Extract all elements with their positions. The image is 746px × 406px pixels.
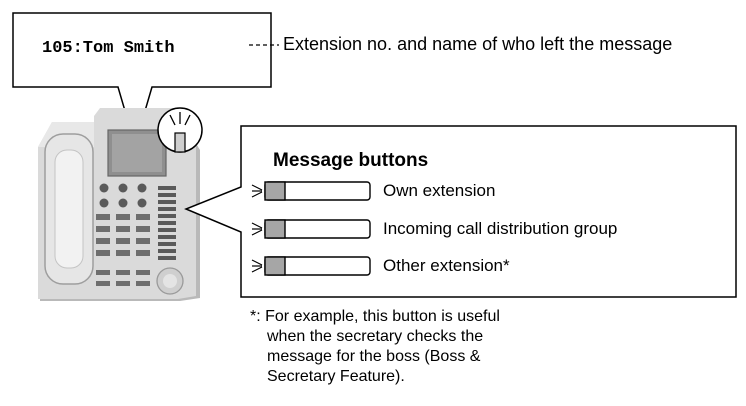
flashing-button-icon xyxy=(251,256,371,276)
footnote-line: Secretary Feature). xyxy=(267,368,405,385)
flashing-button-icon xyxy=(251,181,371,201)
footnote-line: when the secretary checks the xyxy=(267,328,484,345)
footnote-line: *: For example, this button is useful xyxy=(250,308,500,325)
button-label-other-extension: Other extension* xyxy=(383,256,510,275)
display-callout-label: Extension no. and name of who left the m… xyxy=(283,34,673,54)
display-text: 105:Tom Smith xyxy=(42,39,175,58)
flashing-button-icon xyxy=(251,219,371,239)
button-label-icd-group: Incoming call distribution group xyxy=(383,219,618,238)
telephone-illustration xyxy=(38,108,200,301)
message-buttons-callout-bubble xyxy=(184,125,737,298)
message-lamp-detail xyxy=(157,107,203,153)
footnote: *: For example, this button is useful wh… xyxy=(250,307,730,387)
button-label-own-extension: Own extension xyxy=(383,181,496,200)
message-buttons-title: Message buttons xyxy=(273,150,429,171)
footnote-line: message for the boss (Boss & xyxy=(267,348,481,365)
